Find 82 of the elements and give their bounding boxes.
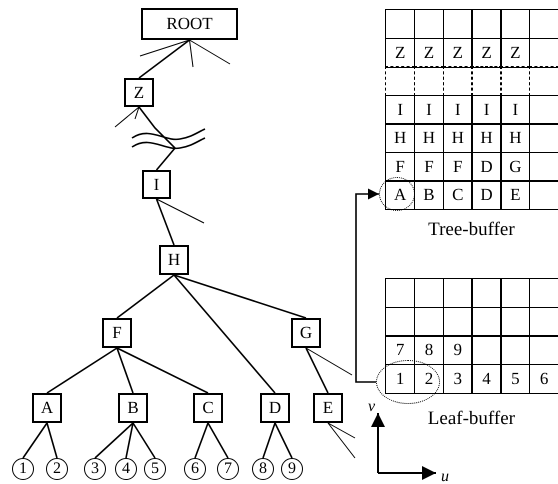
table-cell: 1 <box>385 364 416 394</box>
table-cell: I <box>385 94 416 124</box>
tree-edge <box>46 422 58 458</box>
tree-edge <box>138 39 190 79</box>
leaf-node-circle: 3 <box>84 458 106 480</box>
leaf-node-circle: 9 <box>281 458 303 480</box>
table-cell: D <box>471 180 502 210</box>
connector-arrow <box>355 188 379 383</box>
table-cell: H <box>471 123 502 153</box>
leaf-node-circle: 5 <box>144 458 166 480</box>
table-cell: Z <box>471 38 502 68</box>
table-cell: H <box>442 123 473 153</box>
stub-line <box>140 40 190 56</box>
tree-edge <box>156 198 175 246</box>
tree-node-box: Z <box>124 78 154 107</box>
table-title: Tree-buffer <box>428 219 515 241</box>
dotted-ellipse <box>379 177 415 211</box>
tree-edge <box>94 422 134 459</box>
tree-node-box: F <box>102 318 132 348</box>
table-cell: F <box>385 152 416 182</box>
tree-node-box: G <box>291 318 321 348</box>
table-cell: H <box>385 123 416 153</box>
leaf-node-circle: 1 <box>12 458 34 480</box>
tree-edge <box>207 422 229 458</box>
stub-line <box>328 422 356 458</box>
tree-edge <box>173 274 276 394</box>
axis-label: u <box>441 468 449 484</box>
stub-line <box>156 198 204 224</box>
tree-edge <box>174 274 306 319</box>
table-cell: 3 <box>442 364 473 394</box>
table-cell: E <box>500 180 530 210</box>
table-title: Leaf-buffer <box>428 408 515 430</box>
table-cell: I <box>471 94 502 124</box>
leaf-node-circle: 7 <box>217 458 239 480</box>
tree-edge <box>132 422 156 458</box>
stub-line <box>189 40 194 68</box>
tree-node-box: ROOT <box>141 8 238 40</box>
tree-edge <box>125 422 134 458</box>
tree-edge <box>305 348 329 394</box>
tree-edge <box>262 422 276 458</box>
table-cell: 4 <box>471 364 502 394</box>
tree-edge <box>138 106 176 171</box>
table-cell: H <box>500 123 530 153</box>
table-cell: I <box>500 94 530 124</box>
tree-edge <box>116 348 134 394</box>
stub-line <box>134 106 140 120</box>
table-cell: 9 <box>442 335 473 365</box>
table-cell: D <box>471 152 502 182</box>
leaf-node-circle: 4 <box>115 458 137 480</box>
tree-edge <box>46 347 118 394</box>
tree-node-box: E <box>313 393 343 423</box>
axis-label: v <box>368 398 376 416</box>
table-cell: Z <box>385 38 416 68</box>
table-cell: G <box>500 152 530 182</box>
table-cell: Z <box>442 38 473 68</box>
tree-node-box: C <box>193 393 223 423</box>
table-cell: 7 <box>385 335 416 365</box>
tree-edge <box>274 422 293 458</box>
leaf-node-circle: 6 <box>184 458 206 480</box>
stub-line <box>306 348 352 376</box>
table-cell: I <box>442 94 473 124</box>
tree-node-box: A <box>32 393 62 423</box>
table-cell: F <box>442 152 473 182</box>
table-cell: B <box>414 180 444 210</box>
dotted-ellipse <box>376 360 440 404</box>
stub-line <box>114 106 140 128</box>
tree-edge <box>22 422 48 458</box>
tree-edge <box>116 274 174 319</box>
leaf-node-circle: 8 <box>252 458 274 480</box>
tree-node-box: I <box>142 170 171 199</box>
tree-node-box: D <box>260 393 290 423</box>
tree-node-box: H <box>159 245 189 275</box>
tree-node-box: B <box>118 393 148 423</box>
tree-edge <box>194 422 209 458</box>
stub-line <box>189 40 230 64</box>
leaf-node-circle: 2 <box>46 458 68 480</box>
table-cell: 5 <box>500 364 530 394</box>
stub-line <box>328 422 356 438</box>
table-cell: A <box>385 180 416 210</box>
tree-edge <box>116 347 208 394</box>
table-cell: Z <box>500 38 530 68</box>
table-cell: C <box>442 180 473 210</box>
